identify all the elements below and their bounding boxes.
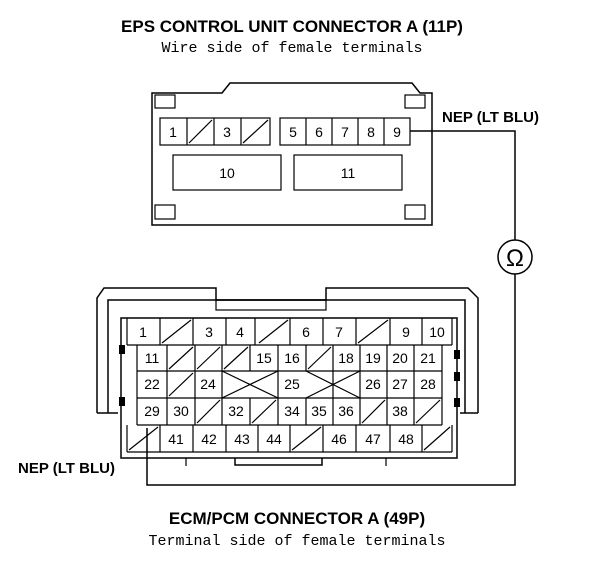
ecm-pin: 26 xyxy=(365,376,381,392)
eps-pin-10: 10 xyxy=(219,165,235,181)
ecm-pin: 27 xyxy=(392,376,408,392)
ohm-symbol-icon: Ω xyxy=(506,245,524,272)
ecm-pin: 3 xyxy=(205,324,213,340)
ecm-pin: 28 xyxy=(420,376,436,392)
eps-pin-8: 8 xyxy=(367,124,375,140)
ecm-pin: 36 xyxy=(338,403,354,419)
ecm-connector: 1 3 4 6 7 9 10 11 15 16 18 19 20 21 22 2… xyxy=(96,287,479,466)
ecm-pin: 38 xyxy=(392,403,408,419)
eps-pin-9: 9 xyxy=(393,124,401,140)
bottom-connector-title: ECM/PCM CONNECTOR A (49P) xyxy=(169,509,425,528)
eps-pin-3: 3 xyxy=(223,124,231,140)
ecm-pin: 10 xyxy=(429,324,445,340)
ecm-pin: 44 xyxy=(266,431,282,447)
eps-pin-1: 1 xyxy=(169,124,177,140)
ecm-pin: 18 xyxy=(338,350,354,366)
ecm-pin: 34 xyxy=(284,403,300,419)
eps-pin-7: 7 xyxy=(341,124,349,140)
ecm-pin: 29 xyxy=(144,403,160,419)
ecm-pin: 48 xyxy=(398,431,414,447)
ecm-pin: 22 xyxy=(144,376,160,392)
ecm-pin: 15 xyxy=(256,350,272,366)
ecm-pin: 25 xyxy=(284,376,300,392)
ecm-pin: 42 xyxy=(201,431,217,447)
ecm-wire-label: NEP (LT BLU) xyxy=(18,460,115,477)
ecm-pin: 9 xyxy=(402,324,410,340)
eps-connector: 1 3 5 6 7 8 9 10 11 xyxy=(151,82,433,226)
ecm-pin: 43 xyxy=(234,431,250,447)
ecm-pin: 4 xyxy=(236,324,244,340)
top-connector-subtitle: Wire side of female terminals xyxy=(161,40,422,57)
ecm-pin: 6 xyxy=(302,324,310,340)
ecm-pin: 47 xyxy=(365,431,381,447)
ecm-pin: 24 xyxy=(200,376,216,392)
ecm-pin: 19 xyxy=(365,350,381,366)
ecm-pin: 7 xyxy=(335,324,343,340)
ecm-grid xyxy=(126,318,453,453)
ecm-pin: 21 xyxy=(420,350,436,366)
eps-pin-6: 6 xyxy=(315,124,323,140)
bottom-connector-subtitle: Terminal side of female terminals xyxy=(148,533,445,550)
ecm-pin: 20 xyxy=(392,350,408,366)
ecm-pin: 35 xyxy=(311,403,327,419)
top-connector-title: EPS CONTROL UNIT CONNECTOR A (11P) xyxy=(121,17,463,36)
ecm-pin: 16 xyxy=(284,350,300,366)
eps-pin-5: 5 xyxy=(289,124,297,140)
ecm-pin: 32 xyxy=(228,403,244,419)
eps-pin-11: 11 xyxy=(341,165,356,181)
ecm-pin: 30 xyxy=(173,403,189,419)
ecm-pin: 46 xyxy=(331,431,347,447)
test-wire xyxy=(410,130,516,240)
ecm-pin: 41 xyxy=(168,431,184,447)
ecm-pin: 1 xyxy=(139,324,147,340)
eps-wire-label: NEP (LT BLU) xyxy=(442,109,539,126)
ecm-pin: 11 xyxy=(145,350,160,366)
